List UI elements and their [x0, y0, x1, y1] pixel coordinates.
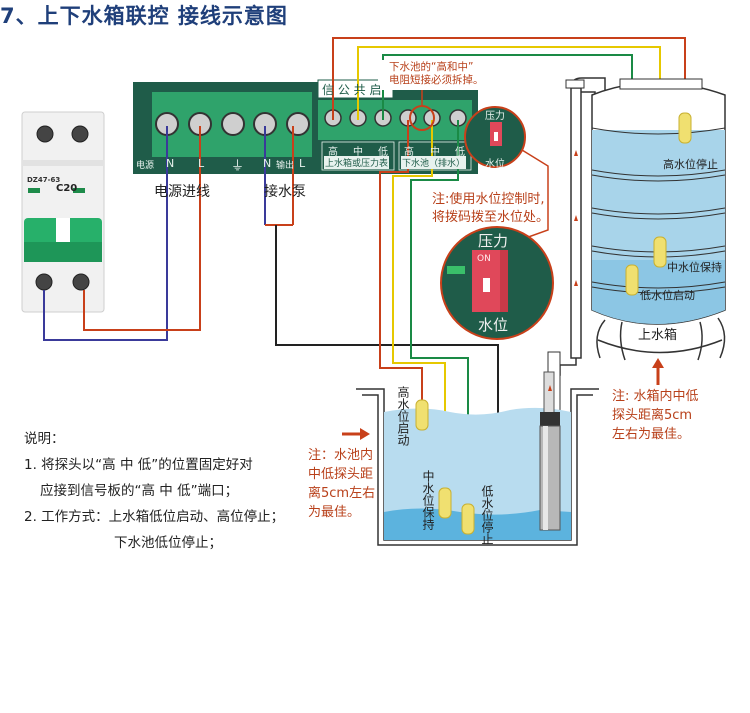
switch-label-level: 水位	[485, 159, 505, 170]
dip-switch-zoom	[440, 226, 554, 340]
upper-level-high: 高	[328, 147, 338, 158]
description-line-3: 2. 工作方式：上水箱低位启动、高位停止；	[24, 509, 285, 525]
pool-high-float	[415, 399, 429, 431]
upper-tank	[547, 77, 726, 413]
pool-low-float	[461, 503, 475, 535]
upper-note-line2: 探头距离5cm	[612, 408, 693, 423]
upper-tank-label: 上水箱	[638, 328, 678, 343]
upper-level-mid: 中	[353, 147, 363, 158]
description-line-2: 应接到信号板的“高 中 低”端口；	[40, 483, 239, 499]
upper-low-label: 低水位启动	[640, 289, 695, 302]
pool-mid-float	[438, 487, 452, 519]
description-heading: 说明：	[24, 431, 65, 447]
pool-note-line4: 为最佳。	[308, 505, 361, 520]
switch-zoom-on: ON	[477, 254, 491, 264]
switch-zoom-level: 水位	[478, 316, 509, 334]
wire-live-in	[83, 126, 201, 331]
resistor-callout	[378, 60, 498, 131]
breaker-model: DZ47-63	[27, 176, 61, 184]
lower-level-low: 低	[455, 147, 465, 158]
pool-note-line1: 注：水池内	[308, 448, 374, 463]
switch-note-line1: 注:使用水位控制时,	[432, 192, 545, 207]
breaker-rating: C20	[56, 183, 78, 194]
pool-mid-label: 中水位保持	[421, 470, 435, 530]
upper-tank-floats	[625, 112, 692, 296]
lower-group-caption: 下水池（排水）	[401, 156, 467, 169]
pool-floats	[415, 399, 475, 535]
wire-upper-high	[332, 37, 686, 120]
upper-low-float	[625, 264, 639, 296]
wires	[43, 37, 686, 500]
switch-zoom-pressure: 压力	[478, 232, 509, 250]
dip-switch-small	[464, 106, 549, 241]
switch-label-pressure: 压力	[485, 111, 505, 122]
switch-note-line2: 将拨码拨至水位处。	[432, 210, 550, 225]
upper-mid-float	[653, 236, 667, 268]
circuit-breaker	[21, 111, 105, 313]
label-pump: 接水泵	[264, 184, 306, 200]
board-label-n-out: N	[263, 157, 272, 170]
upper-high-float	[678, 112, 692, 144]
pool-note-line3: 离5cm左右	[308, 486, 376, 501]
upper-group-caption: 上水箱或压力表	[324, 156, 390, 169]
signal-header: 信 公 共 启	[322, 83, 382, 97]
board-label-power: 电源	[136, 161, 155, 171]
terminal-screw	[221, 112, 245, 136]
description-line-1: 1. 将探头以“高 中 低”的位置固定好对	[24, 457, 253, 473]
pool-note-line2: 中低探头距	[308, 467, 374, 482]
upper-note-line1: 注: 水箱内中低	[612, 389, 699, 404]
upper-note-line3: 左右为最佳。	[612, 427, 691, 442]
lower-level-mid: 中	[430, 147, 440, 158]
terminal-screw	[286, 112, 310, 136]
board-label-output: 输出	[276, 161, 295, 171]
upper-level-low: 低	[378, 147, 388, 158]
board-label-l-out: L	[299, 157, 306, 170]
board-label-l-in: L	[198, 157, 205, 170]
page-title: 7、上下水箱联控 接线示意图	[0, 4, 288, 28]
upper-high-label: 高水位停止	[663, 158, 718, 171]
resistor-note-line1: 下水池的“高和中”	[389, 61, 474, 73]
pool-high-label: 高水位启动	[396, 386, 410, 446]
board-label-n-in: N	[166, 157, 175, 170]
lower-level-high: 高	[404, 147, 414, 158]
upper-mid-label: 中水位保持	[667, 261, 722, 274]
pool-low-label: 低水位停止	[480, 485, 494, 545]
lower-pool	[342, 371, 599, 546]
description-line-4: 下水池低位停止；	[114, 535, 222, 551]
label-power-in: 电源进线	[154, 184, 210, 200]
ground-icon: ⏚	[231, 159, 245, 174]
wire-neutral-in	[43, 126, 168, 341]
resistor-note-line2: 电阻短接必须拆掉。	[389, 74, 484, 86]
wire-pool-low	[410, 120, 469, 500]
